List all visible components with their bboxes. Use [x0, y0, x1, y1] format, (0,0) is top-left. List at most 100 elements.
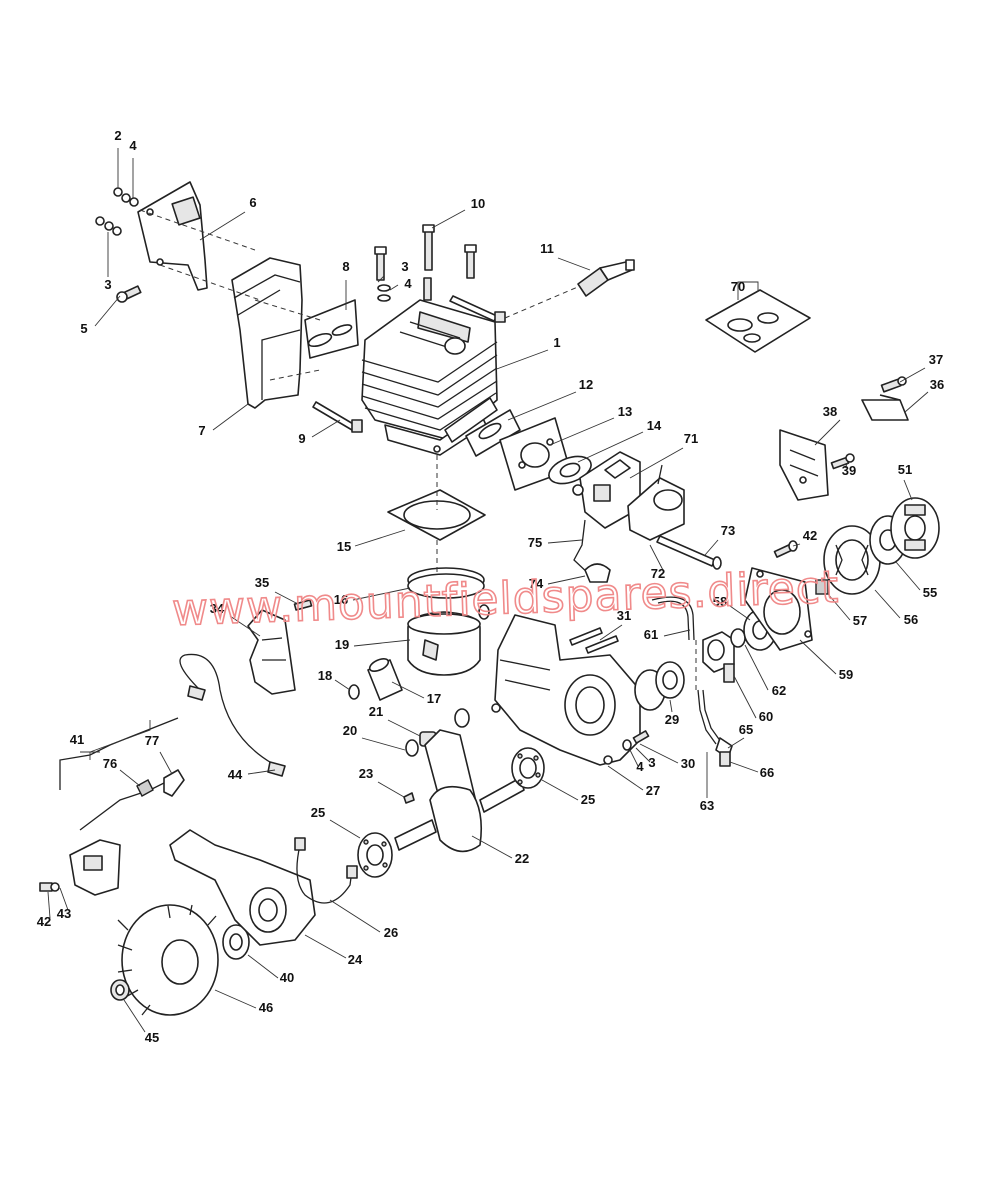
- callout-label-c3a: 3: [104, 277, 111, 292]
- callout-label-c46: 46: [259, 1000, 273, 1015]
- part-24-crankcase-half: [169, 829, 316, 946]
- callout-label-c15: 15: [337, 539, 351, 554]
- part-16-piston-rings: [407, 567, 485, 599]
- callout-label-c13: 13: [618, 404, 632, 419]
- part-26-ground-wire: [294, 837, 358, 904]
- part-38-bar-plate: [779, 429, 829, 501]
- part-11-spark-plug: [577, 259, 635, 297]
- part-56-clutch-drum: [823, 525, 881, 595]
- part-2-3-4-washers: [95, 187, 139, 236]
- callout-label-c4a: 4: [129, 138, 137, 153]
- callout-label-c42b: 42: [37, 914, 51, 929]
- part-25-bearing-left: [357, 832, 393, 878]
- part-10-cylinder-bolts: [374, 224, 477, 302]
- callout-label-c22: 22: [515, 851, 529, 866]
- callout-label-c19: 19: [335, 637, 349, 652]
- callout-label-c35: 35: [255, 575, 269, 590]
- callout-label-c25a: 25: [311, 805, 325, 820]
- callout-labels: 1233344456789101112131415161718192021222…: [37, 128, 944, 1045]
- callout-label-c70: 70: [731, 279, 745, 294]
- part-71-carburettor: [572, 451, 641, 529]
- part-1-cylinder: [361, 299, 498, 456]
- callout-label-c20: 20: [343, 723, 357, 738]
- part-29-seal: [634, 661, 685, 711]
- callout-label-c4b: 4: [404, 276, 412, 291]
- part-59-clutch-cover-plate: [744, 567, 813, 651]
- part-22-crankshaft: [394, 729, 525, 853]
- part-74-75-primer-and-hose: [573, 519, 611, 583]
- callout-label-c45: 45: [145, 1030, 159, 1045]
- part-76-77-spark-boot: [136, 769, 185, 797]
- callout-label-c25b: 25: [581, 792, 595, 807]
- part-42-screw-right: [773, 540, 798, 558]
- callout-label-c59: 59: [839, 667, 853, 682]
- callout-label-c18: 18: [318, 668, 332, 683]
- part-23-key: [403, 792, 415, 804]
- assembly-lines: [139, 209, 697, 690]
- callout-label-c62: 62: [772, 683, 786, 698]
- part-6-cover-plate: [137, 181, 208, 291]
- callout-label-c51: 51: [898, 462, 912, 477]
- part-51-clutch: [890, 497, 940, 559]
- part-42-43-screws-left: [39, 882, 60, 892]
- part-65-66-fitting: [715, 737, 733, 767]
- watermark-text: www.mountfieldspares.direct: [171, 562, 840, 636]
- part-20-washer: [405, 739, 419, 757]
- callout-label-c27: 27: [646, 783, 660, 798]
- part-12-intake-gasket: [444, 397, 521, 457]
- callout-label-c66: 66: [760, 765, 774, 780]
- callout-label-c61: 61: [644, 627, 658, 642]
- callout-label-c55: 55: [923, 585, 937, 600]
- part-61-oil-line: [651, 596, 695, 641]
- callout-label-c40: 40: [280, 970, 294, 985]
- callout-label-c2: 2: [114, 128, 121, 143]
- part-36-chain-catcher: [861, 394, 909, 421]
- part-5-screw: [116, 285, 142, 303]
- part-9-stud: [312, 401, 363, 433]
- callout-label-c16: 16: [334, 592, 348, 607]
- part-73-bolt: [656, 535, 722, 570]
- callout-label-c17: 17: [427, 691, 441, 706]
- part-8-muffler-gasket: [304, 299, 359, 359]
- callout-label-c43: 43: [57, 906, 71, 921]
- callout-label-c36: 36: [930, 377, 944, 392]
- callout-label-c39: 39: [842, 463, 856, 478]
- callout-label-c75: 75: [528, 535, 542, 550]
- callout-label-c21: 21: [369, 704, 383, 719]
- callout-label-c74: 74: [529, 576, 544, 591]
- callout-label-c14: 14: [647, 418, 662, 433]
- part-70-gasket-kit: [705, 289, 811, 353]
- callout-label-c57: 57: [853, 613, 867, 628]
- callout-label-c7: 7: [198, 423, 205, 438]
- callout-label-c9: 9: [298, 431, 305, 446]
- part-44-ignition-wire: [179, 653, 286, 777]
- part-37-screw: [880, 376, 907, 393]
- part-40-seal: [222, 924, 250, 960]
- callout-label-c26: 26: [384, 925, 398, 940]
- callout-label-c29: 29: [665, 712, 679, 727]
- part-63-hose: [697, 689, 722, 745]
- part-57-spring: [815, 579, 829, 595]
- part-39-bolt: [830, 453, 855, 470]
- callout-label-c34: 34: [210, 601, 225, 616]
- callout-label-c5: 5: [80, 321, 87, 336]
- part-46-flywheel: [117, 904, 219, 1016]
- callout-label-c12: 12: [579, 377, 593, 392]
- callout-label-c65: 65: [739, 722, 753, 737]
- callout-label-c4c: 4: [636, 759, 644, 774]
- callout-label-c72: 72: [651, 566, 665, 581]
- callout-label-c30: 30: [681, 756, 695, 771]
- part-17-piston-pin: [367, 658, 403, 701]
- part-19-piston: [407, 611, 481, 676]
- callout-label-c24: 24: [348, 952, 363, 967]
- part-45-nut: [110, 979, 130, 1001]
- part-31-pins: [569, 627, 619, 654]
- part-15-base-gasket: [387, 489, 486, 541]
- part-35-screw: [293, 599, 313, 611]
- part-60-oil-pump: [702, 631, 735, 683]
- callout-label-c73: 73: [721, 523, 735, 538]
- callout-label-c10: 10: [471, 196, 485, 211]
- callout-label-c31: 31: [617, 608, 631, 623]
- part-7-muffler: [231, 257, 303, 409]
